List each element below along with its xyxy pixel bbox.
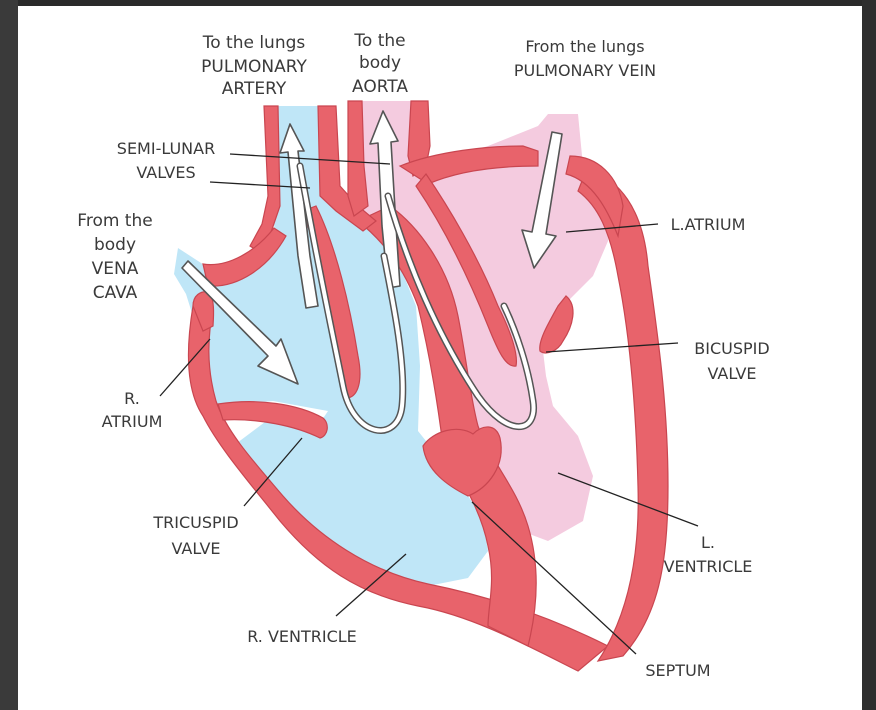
pulmonary-artery-label-3: ARTERY xyxy=(222,79,287,99)
r-atrium-label-1: R. xyxy=(124,389,140,408)
bicuspid-label-2: VALVE xyxy=(707,364,756,383)
pulmonary-artery-label-2: PULMONARY xyxy=(201,57,307,77)
window-right-border xyxy=(862,0,876,710)
heart-diagram: To the lungs PULMONARY ARTERY To the bod… xyxy=(18,6,862,710)
l-ventricle-label-2: VENTRICLE xyxy=(664,557,753,576)
vena-cava-label-4: CAVA xyxy=(93,283,138,303)
semilunar-label-1: SEMI-LUNAR xyxy=(117,139,215,158)
aorta-label-2: body xyxy=(359,53,401,73)
diagram-panel: To the lungs PULMONARY ARTERY To the bod… xyxy=(18,6,862,710)
vena-cava-label-2: body xyxy=(94,235,136,255)
tricuspid-label-1: TRICUSPID xyxy=(152,513,238,532)
pulmonary-artery-label-1: To the lungs xyxy=(202,33,306,53)
aorta-label-3: AORTA xyxy=(352,77,408,97)
r-atrium-label-2: ATRIUM xyxy=(102,412,163,431)
pulmonary-vein-label-1: From the lungs xyxy=(525,37,644,56)
window-left-border xyxy=(0,0,18,710)
vena-cava-label-1: From the xyxy=(77,211,152,231)
l-ventricle-label-1: L. xyxy=(701,533,715,552)
pulmonary-vein-label-2: PULMONARY VEIN xyxy=(514,61,656,80)
tricuspid-label-2: VALVE xyxy=(171,539,220,558)
aorta-label-1: To the xyxy=(353,31,405,51)
vena-cava-label-3: VENA xyxy=(92,259,139,279)
r-ventricle-label: R. VENTRICLE xyxy=(247,627,357,646)
l-atrium-label: L.ATRIUM xyxy=(671,215,746,234)
bicuspid-label-1: BICUSPID xyxy=(694,339,769,358)
semilunar-label-2: VALVES xyxy=(136,163,195,182)
septum-label: SEPTUM xyxy=(645,661,710,680)
